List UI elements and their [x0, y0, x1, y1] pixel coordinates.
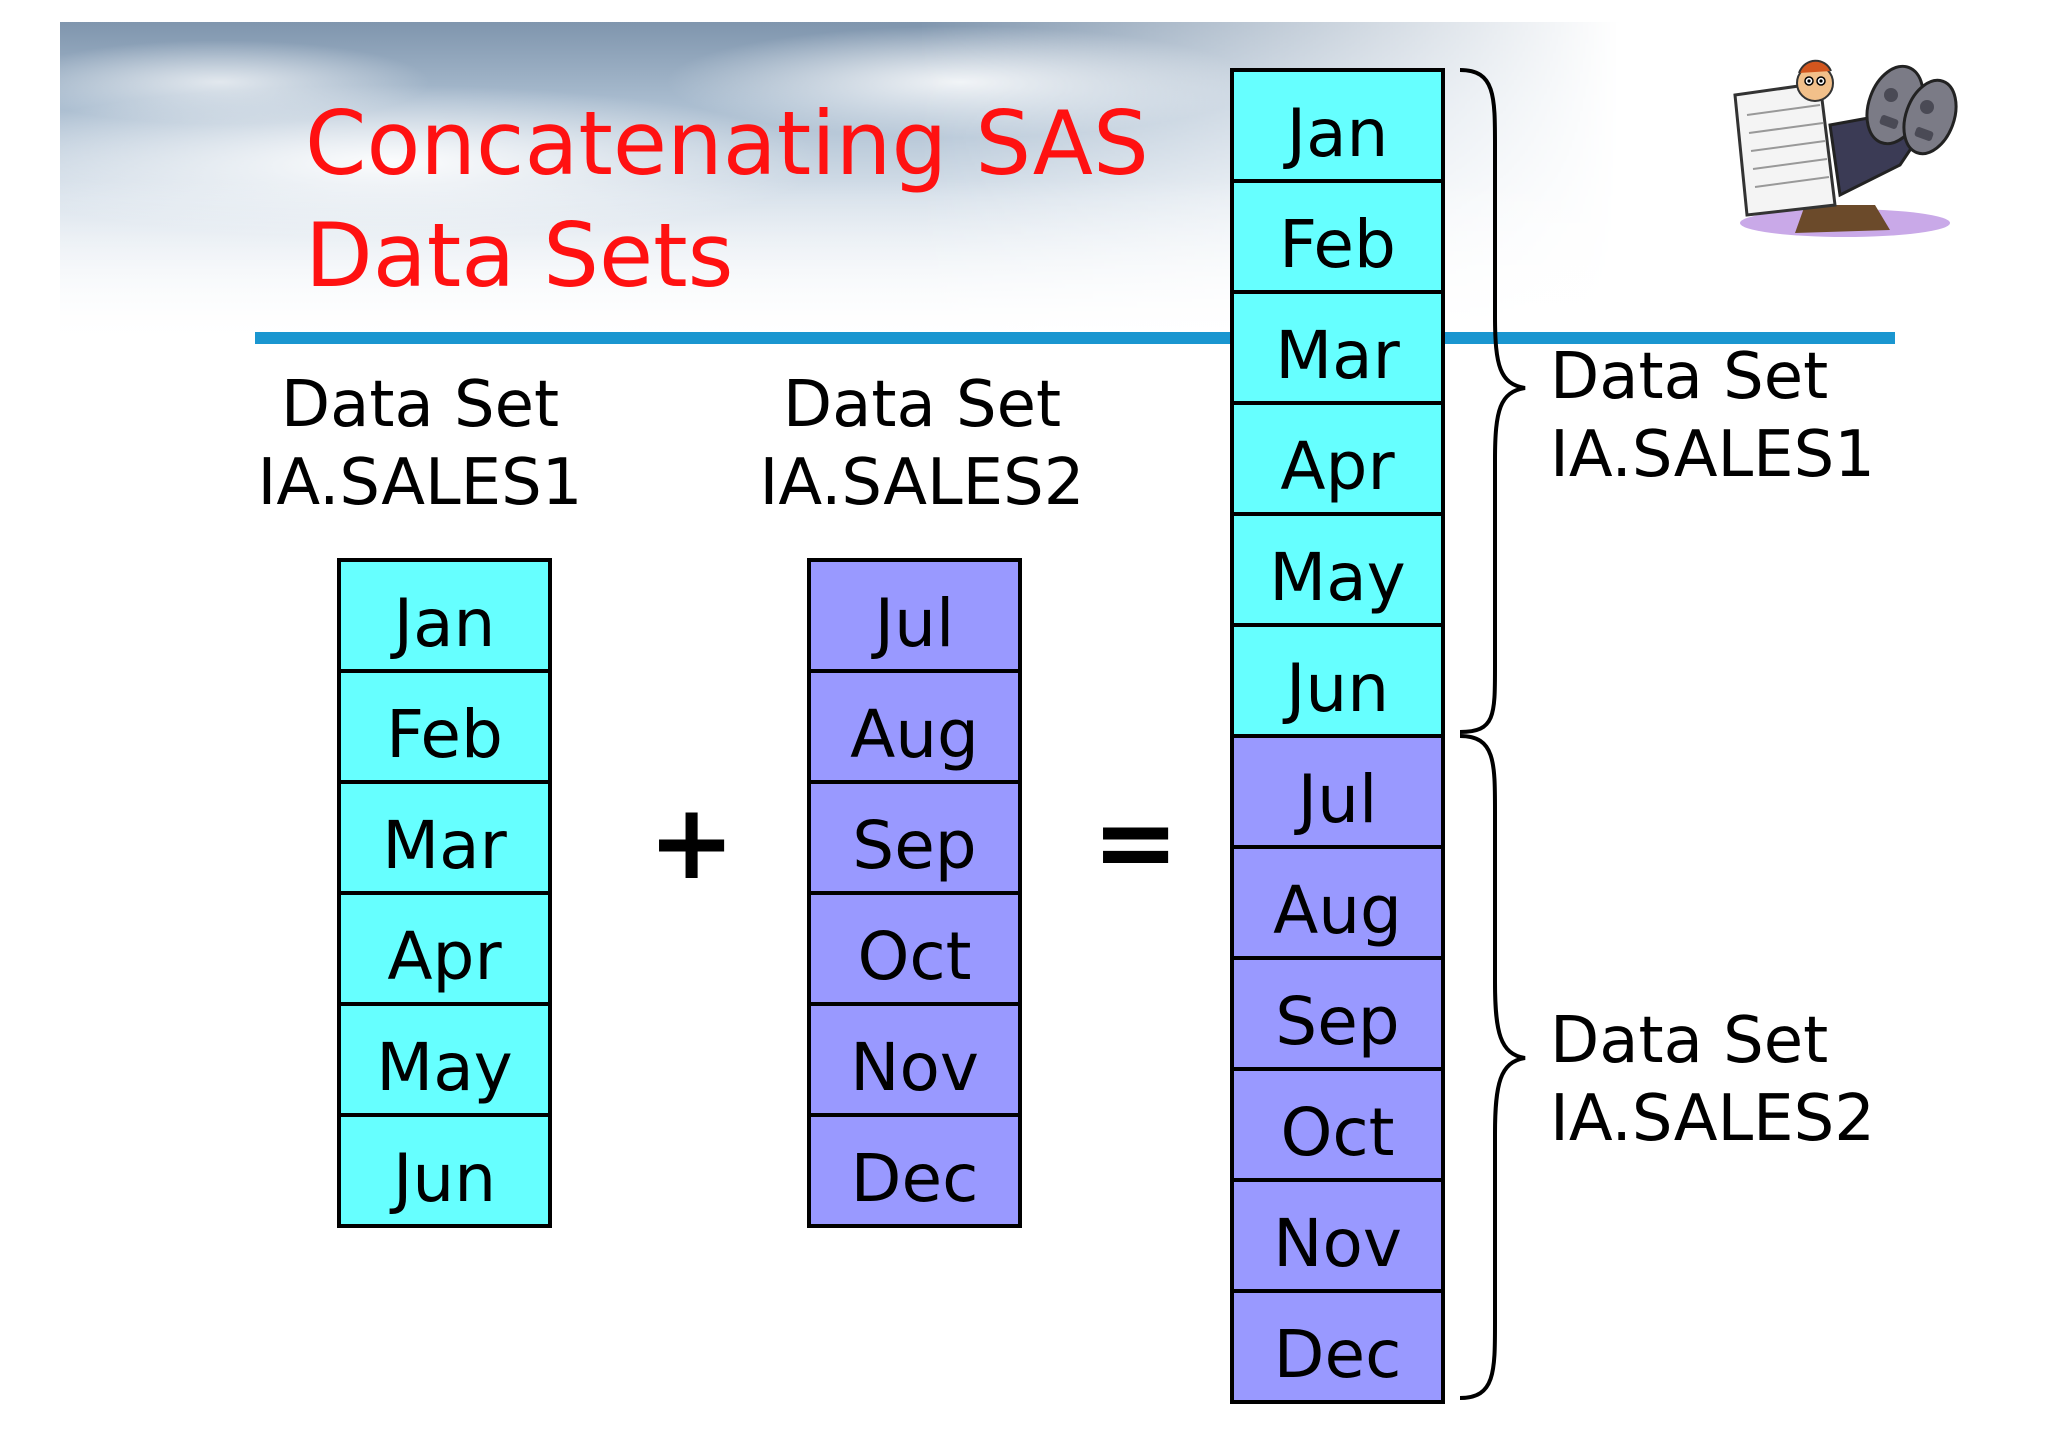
month-cell-feb: Feb: [337, 669, 552, 784]
month-cell-dec: Dec: [1230, 1289, 1445, 1404]
month-cell-jan: Jan: [337, 558, 552, 673]
month-cell-sep: Sep: [1230, 956, 1445, 1071]
sales2-label-line-1: Data Set: [782, 368, 1062, 442]
brace-label-sales2-line-1: Data Set: [1550, 1004, 1829, 1078]
month-cell-jun: Jun: [1230, 623, 1445, 738]
month-cell-nov: Nov: [1230, 1178, 1445, 1293]
equals-operator: =: [1092, 781, 1180, 903]
month-cell-jun: Jun: [337, 1113, 552, 1228]
month-cell-may: May: [1230, 512, 1445, 627]
sales1-brace: [1459, 68, 1526, 734]
brace-label-sales2-line-2: IA.SALES2: [1550, 1082, 1875, 1156]
title-rule: [255, 332, 1895, 344]
sales2-brace: [1459, 734, 1526, 1400]
month-cell-oct: Oct: [807, 891, 1022, 1006]
sales2-label-line-2: IA.SALES2: [759, 446, 1085, 520]
plus-operator: +: [648, 781, 736, 903]
month-cell-aug: Aug: [1230, 845, 1445, 960]
month-cell-apr: Apr: [1230, 401, 1445, 516]
month-cell-dec: Dec: [807, 1113, 1022, 1228]
month-cell-oct: Oct: [1230, 1067, 1445, 1182]
month-cell-apr: Apr: [337, 891, 552, 1006]
sales1-label: Data Set IA.SALES1: [220, 366, 620, 522]
slide-title: Concatenating SAS Data Sets: [305, 88, 1149, 312]
newspaper-reader-icon: [1733, 59, 1958, 237]
brace-label-sales1: Data Set IA.SALES1: [1550, 338, 1875, 494]
brace-label-sales1-line-2: IA.SALES1: [1550, 418, 1875, 492]
month-cell-jan: Jan: [1230, 68, 1445, 183]
title-line-2: Data Sets: [305, 204, 734, 307]
month-cell-aug: Aug: [807, 669, 1022, 784]
month-cell-jul: Jul: [807, 558, 1022, 673]
sales1-label-line-2: IA.SALES1: [257, 446, 583, 520]
month-cell-jul: Jul: [1230, 734, 1445, 849]
month-cell-may: May: [337, 1002, 552, 1117]
month-cell-nov: Nov: [807, 1002, 1022, 1117]
brace-label-sales2: Data Set IA.SALES2: [1550, 1002, 1875, 1158]
brace-label-sales1-line-1: Data Set: [1550, 340, 1829, 414]
month-cell-mar: Mar: [1230, 290, 1445, 405]
month-cell-feb: Feb: [1230, 179, 1445, 294]
month-cell-sep: Sep: [807, 780, 1022, 895]
sales1-label-line-1: Data Set: [280, 368, 560, 442]
title-line-1: Concatenating SAS: [305, 92, 1149, 195]
sales2-label: Data Set IA.SALES2: [722, 366, 1122, 522]
month-cell-mar: Mar: [337, 780, 552, 895]
